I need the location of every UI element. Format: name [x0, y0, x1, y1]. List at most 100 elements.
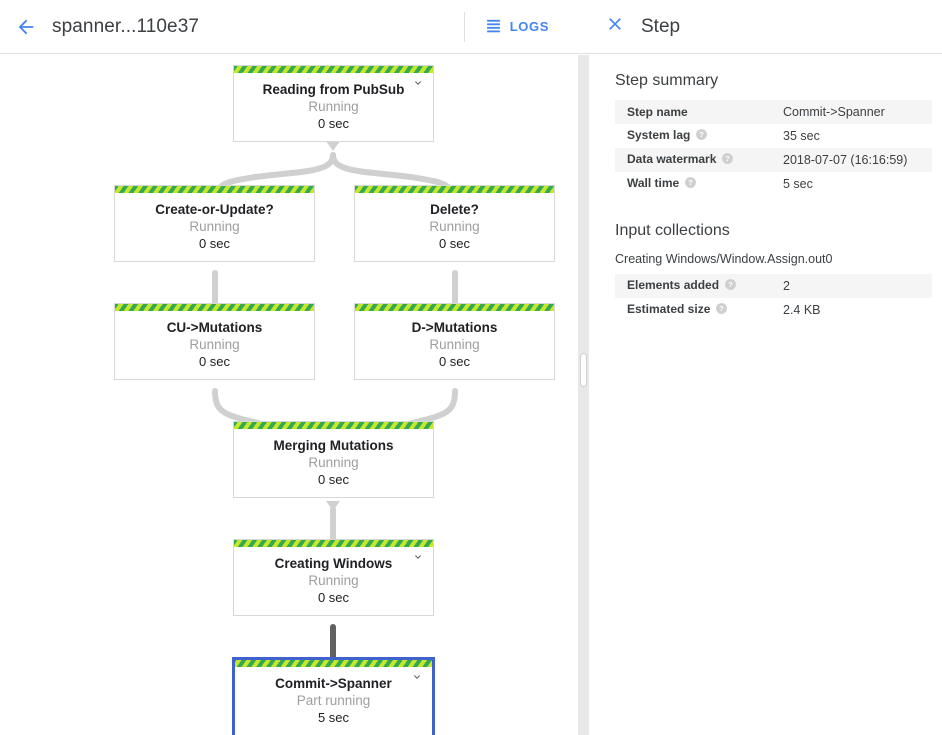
row-key: Step name — [627, 105, 688, 119]
svg-text:?: ? — [688, 178, 693, 187]
row-value: Commit->Spanner — [783, 105, 885, 119]
input-collections-heading: Input collections — [615, 222, 730, 239]
svg-text:?: ? — [728, 280, 733, 289]
node-status: Running — [189, 337, 240, 352]
node-elapsed-time: 0 sec — [317, 116, 350, 131]
chevron-down-icon[interactable] — [411, 76, 425, 90]
back-button[interactable] — [0, 0, 52, 54]
step-panel-header: Step — [589, 0, 942, 54]
node-status: Running — [308, 99, 359, 114]
step-summary-heading: Step summary — [615, 72, 719, 89]
job-header: spanner...110e37 LOGS — [0, 0, 589, 54]
node-title: CU->Mutations — [166, 320, 263, 335]
help-icon[interactable]: ? — [715, 302, 728, 318]
node-status-stripe — [355, 304, 554, 311]
chevron-down-icon[interactable] — [410, 670, 424, 684]
job-graph-pane: spanner...110e37 LOGS — [0, 0, 589, 735]
close-icon — [605, 14, 625, 39]
graph-node-delete[interactable]: Delete? Running 0 sec — [354, 185, 555, 262]
row-value: 2018-07-07 (16:16:59) — [783, 153, 908, 167]
node-status-stripe — [115, 304, 314, 311]
row-value: 2 — [783, 279, 790, 293]
node-elapsed-time: 0 sec — [438, 236, 471, 251]
node-title: Merging Mutations — [273, 438, 394, 453]
node-elapsed-time: 5 sec — [317, 710, 350, 725]
step-panel-title: Step — [641, 15, 681, 37]
page-title: spanner...110e37 — [52, 15, 200, 37]
input-collection-name: Creating Windows/Window.Assign.out0 — [615, 252, 833, 266]
graph-edges — [208, 141, 462, 678]
row-key: Data watermark? — [615, 148, 783, 172]
node-status-stripe — [355, 186, 554, 193]
node-elapsed-time: 0 sec — [317, 472, 350, 487]
logs-button-label: LOGS — [509, 19, 549, 34]
chevron-down-icon[interactable] — [411, 550, 425, 564]
node-status-stripe — [234, 540, 433, 547]
help-icon[interactable]: ? — [684, 176, 697, 192]
help-icon[interactable]: ? — [695, 128, 708, 144]
node-status: Running — [308, 455, 359, 470]
row-key: Elements added? — [615, 274, 783, 298]
node-title: Creating Windows — [274, 556, 393, 571]
arrow-left-icon — [15, 16, 37, 38]
node-status-stripe — [235, 660, 432, 667]
row-key: Wall time? — [615, 172, 783, 196]
row-key: Estimated size? — [615, 298, 783, 322]
section-spacer — [589, 196, 942, 222]
node-elapsed-time: 0 sec — [438, 354, 471, 369]
svg-text:?: ? — [720, 304, 725, 313]
node-title: Reading from PubSub — [262, 82, 405, 97]
node-status: Part running — [296, 693, 371, 708]
logs-button[interactable]: LOGS — [481, 11, 563, 43]
table-row: Estimated size?2.4 KB — [615, 298, 932, 322]
graph-scrollbar-thumb[interactable] — [580, 353, 587, 387]
table-row: Step name Commit->Spanner — [615, 100, 932, 124]
help-icon[interactable]: ? — [724, 278, 737, 294]
node-status-stripe — [234, 66, 433, 73]
row-value: 2.4 KB — [783, 303, 821, 317]
node-status: Running — [429, 337, 480, 352]
graph-scrollbar-track[interactable] — [578, 55, 589, 735]
table-row: System lag?35 sec — [615, 124, 932, 148]
list-icon — [485, 17, 502, 37]
step-details-panel: Step Step summary Step name Commit->Spann… — [589, 0, 942, 735]
node-status-stripe — [115, 186, 314, 193]
table-row: Data watermark?2018-07-07 (16:16:59) — [615, 148, 932, 172]
node-elapsed-time: 0 sec — [198, 354, 231, 369]
node-body: Delete? Running 0 sec — [355, 193, 554, 261]
row-value: 5 sec — [783, 177, 813, 191]
svg-text:?: ? — [726, 154, 731, 163]
node-title: Create-or-Update? — [155, 202, 274, 217]
node-title: D->Mutations — [411, 320, 498, 335]
table-row: Elements added?2 — [615, 274, 932, 298]
help-icon[interactable]: ? — [721, 152, 734, 168]
row-value: 35 sec — [783, 129, 820, 143]
node-title: Delete? — [430, 202, 479, 217]
node-title: Commit->Spanner — [275, 676, 392, 691]
svg-text:?: ? — [700, 130, 705, 139]
table-row: Wall time?5 sec — [615, 172, 932, 196]
close-button[interactable] — [589, 0, 641, 54]
node-status: Running — [429, 219, 480, 234]
node-elapsed-time: 0 sec — [317, 590, 350, 605]
node-status: Running — [189, 219, 240, 234]
header-actions: LOGS — [463, 0, 589, 54]
node-status: Running — [308, 573, 359, 588]
